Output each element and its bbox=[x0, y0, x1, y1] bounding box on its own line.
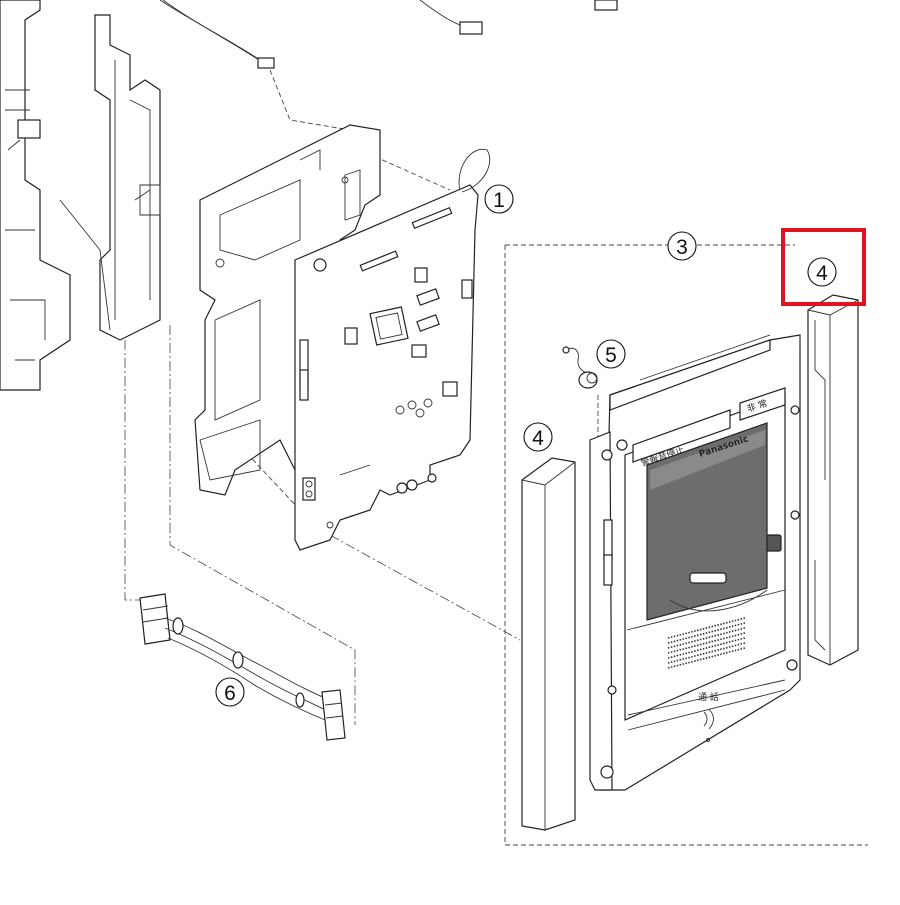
side-cover-right bbox=[807, 294, 859, 666]
side-cover-left bbox=[521, 457, 576, 831]
top-wire bbox=[159, 0, 618, 69]
callout-board: 1 bbox=[484, 184, 514, 214]
svg-text:3: 3 bbox=[676, 236, 688, 259]
cable-harness bbox=[139, 593, 346, 741]
speaker-grille bbox=[667, 617, 746, 669]
callout-side-cover-right: 4 bbox=[807, 257, 837, 287]
sensor-part bbox=[562, 346, 599, 440]
svg-text:6: 6 bbox=[224, 682, 236, 705]
callout-side-cover-left: 4 bbox=[523, 422, 553, 452]
label-talk: 通 話 bbox=[698, 691, 719, 703]
svg-text:4: 4 bbox=[532, 427, 544, 450]
intercom-unit: Panasonic 警報音停止 非 常 通 話 bbox=[589, 334, 801, 791]
callout-cable: 6 bbox=[215, 677, 245, 707]
svg-text:1: 1 bbox=[493, 189, 505, 212]
svg-text:4: 4 bbox=[816, 262, 828, 285]
highlight-box bbox=[781, 228, 866, 306]
circuit-board bbox=[294, 148, 491, 551]
assembly-frame bbox=[504, 244, 868, 846]
callout-frame: 3 bbox=[667, 231, 697, 261]
rear-chassis bbox=[0, 0, 161, 391]
callout-sensor: 5 bbox=[596, 339, 626, 369]
svg-text:5: 5 bbox=[605, 344, 617, 367]
